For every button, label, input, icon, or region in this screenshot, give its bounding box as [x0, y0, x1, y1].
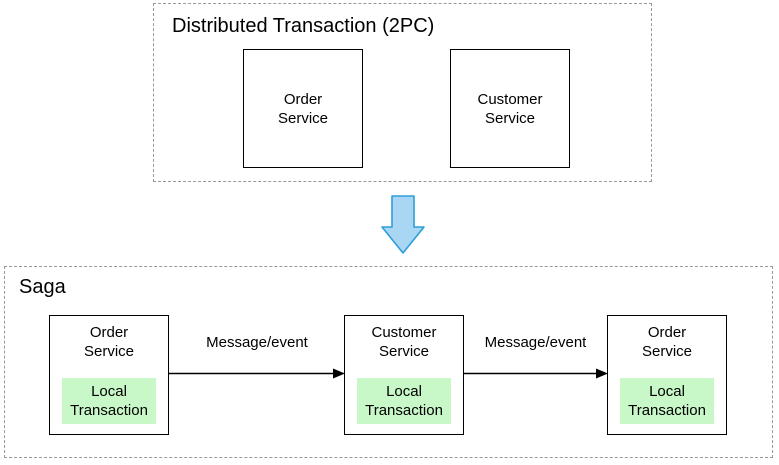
down-arrow-icon — [381, 195, 425, 254]
local-transaction-box: Local Transaction — [62, 378, 156, 424]
group-title-2pc: Distributed Transaction (2PC) — [172, 15, 435, 37]
local-transaction-box: Local Transaction — [357, 378, 451, 424]
message-event-label-2: Message/event — [484, 334, 587, 351]
box-customer-service-saga: Customer Service Local Transaction — [344, 315, 464, 435]
message-arrow-1-icon — [169, 368, 345, 379]
box-order-service-2pc: Order Service — [243, 49, 363, 168]
group-saga: Saga Order Service Local Transaction Cus… — [4, 266, 773, 458]
box-label: Order Service — [83, 324, 135, 360]
box-label: Order Service — [641, 324, 693, 360]
group-title-saga: Saga — [19, 276, 66, 298]
box-label: Customer Service — [477, 90, 543, 127]
local-transaction-label: Local Transaction — [628, 383, 706, 419]
box-customer-service-2pc: Customer Service — [450, 49, 570, 168]
message-event-label-1: Message/event — [206, 334, 308, 351]
local-transaction-label: Local Transaction — [70, 383, 148, 419]
box-order-service-saga-2: Order Service Local Transaction — [607, 315, 727, 435]
box-label: Customer Service — [371, 324, 437, 360]
box-label: Order Service — [277, 90, 329, 127]
local-transaction-box: Local Transaction — [620, 378, 714, 424]
local-transaction-label: Local Transaction — [365, 383, 443, 419]
message-arrow-2-icon — [463, 368, 608, 379]
group-distributed-transaction-2pc: Distributed Transaction (2PC) Order Serv… — [153, 3, 652, 182]
box-order-service-saga-1: Order Service Local Transaction — [49, 315, 169, 435]
